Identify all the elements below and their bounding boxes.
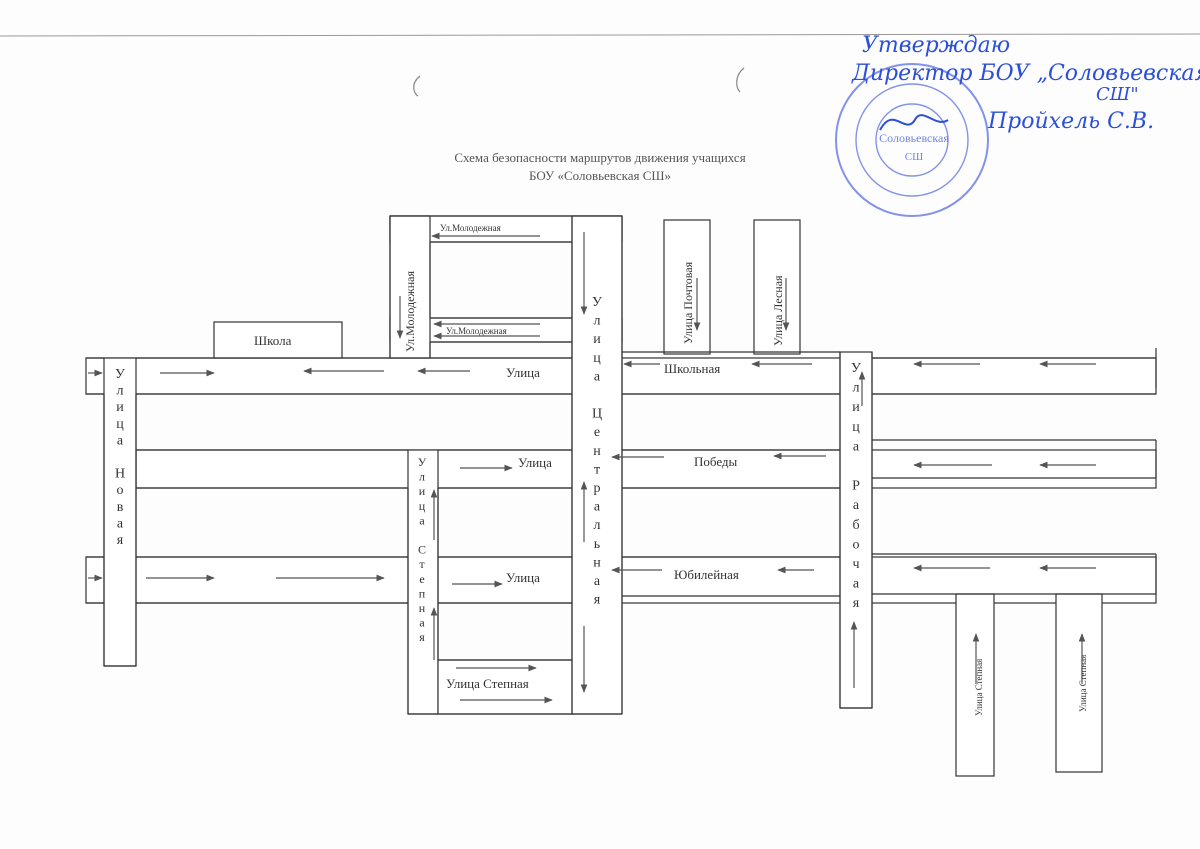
stacked-letter-rabochaya: я: [853, 596, 860, 611]
label-molodezhnaya-mid: Ул.Молодежная: [446, 326, 507, 336]
scan-top-border: [0, 33, 1200, 37]
stacked-letter-novaya: я: [117, 533, 124, 548]
stacked-letter-centralnaya: р: [594, 481, 601, 496]
stacked-letter-novaya: и: [116, 400, 124, 415]
label-shkolnaya-ulitsa: Улица: [506, 365, 540, 380]
stacked-letter-centralnaya: н: [593, 555, 601, 570]
stacked-letter-centralnaya: ь: [594, 537, 600, 552]
scan-mark: [413, 75, 421, 97]
stacked-letter-novaya: о: [117, 483, 124, 498]
approved-text: Утверждаю: [862, 33, 1010, 58]
scheme-subtitle: БОУ «Соловьевская СШ»: [528, 168, 672, 183]
stacked-letter-stepnaya: л: [419, 470, 425, 484]
stamp-outer-ring: [835, 63, 989, 217]
stacked-letter-centralnaya: ц: [593, 351, 601, 366]
label-molodezhnaya-vertical: Ул.Молодежная: [403, 271, 417, 352]
stacked-letter-novaya: л: [117, 384, 124, 399]
stacked-letter-stepnaya: а: [419, 513, 425, 527]
stacked-labels: УлицаНоваяУлицаСтепнаяУлицаЦентральнаяУл…: [115, 295, 861, 644]
label-school: Школа: [254, 333, 292, 348]
stacked-letter-stepnaya: п: [419, 586, 426, 600]
stacked-letter-centralnaya: л: [594, 314, 601, 329]
stacked-letter-rabochaya: о: [853, 537, 860, 552]
stacked-letter-rabochaya: а: [853, 498, 860, 513]
label-pobedy: Победы: [694, 454, 738, 469]
school-building: [213, 321, 343, 359]
stacked-letter-rabochaya: и: [852, 400, 860, 415]
label-stepnaya-right-2: Улица Степная: [1078, 655, 1088, 712]
road-lesnaya: [753, 219, 801, 355]
rotated-labels: Ул.Молодежная Улица Почтовая Улица Лесна…: [403, 261, 1088, 716]
stacked-letter-novaya: в: [117, 500, 124, 515]
scan-marks: [413, 67, 745, 97]
stamp-text-1: Соловьевская: [879, 131, 949, 145]
stamp-center-ring: [875, 103, 949, 177]
stacked-letter-rabochaya: ц: [852, 420, 860, 435]
stamp-inner-ring: [855, 83, 969, 197]
stacked-letter-stepnaya: т: [419, 557, 425, 571]
stacked-letter-rabochaya: У: [851, 361, 861, 376]
stacked-letter-rabochaya: л: [853, 381, 860, 396]
stacked-letter-stepnaya: С: [418, 543, 426, 557]
stacked-letter-novaya: а: [117, 433, 124, 448]
label-stepnaya-bottom: Улица Степная: [446, 676, 529, 691]
road-stepnaya-right-2: [1055, 593, 1103, 773]
stacked-letter-centralnaya: н: [593, 444, 601, 459]
stacked-letter-stepnaya: я: [419, 630, 425, 644]
horizontal-labels: Улица Школьная Улица Победы Улица Юбилей…: [254, 333, 739, 691]
director-name: Пройхель С.В.: [987, 109, 1154, 134]
stacked-letter-stepnaya: и: [419, 484, 426, 498]
stacked-letter-centralnaya: я: [594, 593, 601, 608]
stacked-letter-centralnaya: а: [594, 574, 601, 589]
director-text: Директор БОУ „Соловьевская: [851, 61, 1200, 86]
stacked-letter-rabochaya: ч: [852, 557, 859, 572]
label-pobedy-ulitsa: Улица: [518, 455, 552, 470]
stacked-letter-centralnaya: л: [594, 518, 601, 533]
label-molodezhnaya-top: Ул.Молодежная: [440, 223, 501, 233]
stacked-letter-novaya: У: [115, 367, 125, 382]
stacked-letter-centralnaya: а: [594, 369, 601, 384]
stacked-letter-centralnaya: т: [594, 462, 600, 477]
direction-arrows: [88, 232, 1096, 704]
stacked-letter-stepnaya: е: [419, 572, 424, 586]
stacked-letter-centralnaya: а: [594, 500, 601, 515]
stacked-letter-stepnaya: ц: [419, 499, 426, 513]
stacked-letter-stepnaya: н: [419, 601, 426, 615]
stacked-letter-stepnaya: а: [419, 616, 425, 630]
stacked-letter-rabochaya: а: [853, 577, 860, 592]
label-pochtovaya: Улица Почтовая: [681, 261, 695, 344]
stacked-letter-rabochaya: Р: [852, 479, 860, 494]
label-yubileynaya: Юбилейная: [674, 567, 739, 582]
stacked-letter-novaya: а: [117, 516, 124, 531]
road-pobedy: [135, 449, 1157, 489]
signature-mark: [879, 114, 949, 131]
label-yubileynaya-ulitsa: Улица: [506, 570, 540, 585]
stacked-letter-novaya: Н: [115, 467, 125, 482]
school-stamp: Соловьевская СШ: [835, 63, 989, 217]
small-labels: Ул.Молодежная Ул.Молодежная: [440, 223, 507, 336]
approval-handwriting: Утверждаю Директор БОУ „Соловьевская СШ"…: [851, 33, 1200, 134]
director-school-suffix: СШ": [1096, 84, 1139, 105]
scan-mark: [736, 67, 745, 93]
stacked-letter-centralnaya: е: [594, 425, 600, 440]
label-lesnaya: Улица Лесная: [771, 275, 785, 346]
stacked-letter-centralnaya: Ц: [592, 407, 602, 422]
stacked-letter-rabochaya: б: [852, 518, 859, 533]
road-pochtovaya: [663, 219, 711, 355]
stamp-text-2: СШ: [905, 151, 923, 163]
road-stepnaya-right-1: [955, 593, 995, 777]
stacked-letter-centralnaya: и: [593, 332, 601, 347]
stacked-letter-centralnaya: У: [592, 295, 602, 310]
road-edges: [86, 215, 1157, 715]
stacked-letter-stepnaya: У: [418, 455, 427, 469]
label-stepnaya-right-1: Улица Степная: [974, 659, 984, 716]
label-shkolnaya: Школьная: [664, 361, 720, 376]
intersection-masks: [105, 217, 871, 713]
stacked-letter-novaya: ц: [116, 417, 124, 432]
stacked-letter-rabochaya: а: [853, 439, 860, 454]
scheme-title: Схема безопасности маршрутов движения уч…: [454, 150, 746, 165]
